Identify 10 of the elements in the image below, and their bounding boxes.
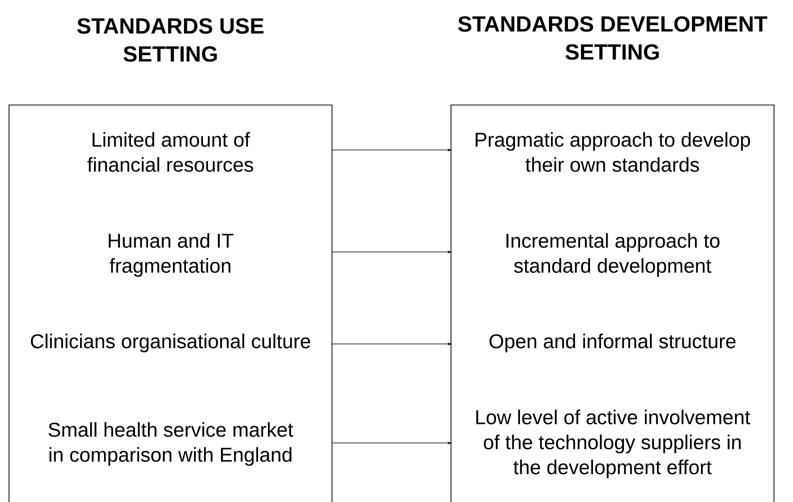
factor-text: Small health service market in comparison with England <box>48 422 294 466</box>
factor-text: Low level of active involvement of the technology suppliers in the development effort <box>476 410 750 478</box>
factor-text: Pragmatic approach to develop their own standards <box>476 132 750 172</box>
factor-text: Human and IT fragmentation <box>108 233 234 277</box>
factor-text: Incremental approach to standard development <box>506 233 720 277</box>
column-heading: STANDARDS DEVELOPMENT SETTING <box>458 16 768 60</box>
column-heading: STANDARDS USE SETTING <box>77 18 264 62</box>
factor-text: Clinicians organisational culture <box>30 334 310 352</box>
factor-text: Open and informal structure <box>490 334 736 352</box>
factor-text: Limited amount of financial resources <box>87 132 254 172</box>
